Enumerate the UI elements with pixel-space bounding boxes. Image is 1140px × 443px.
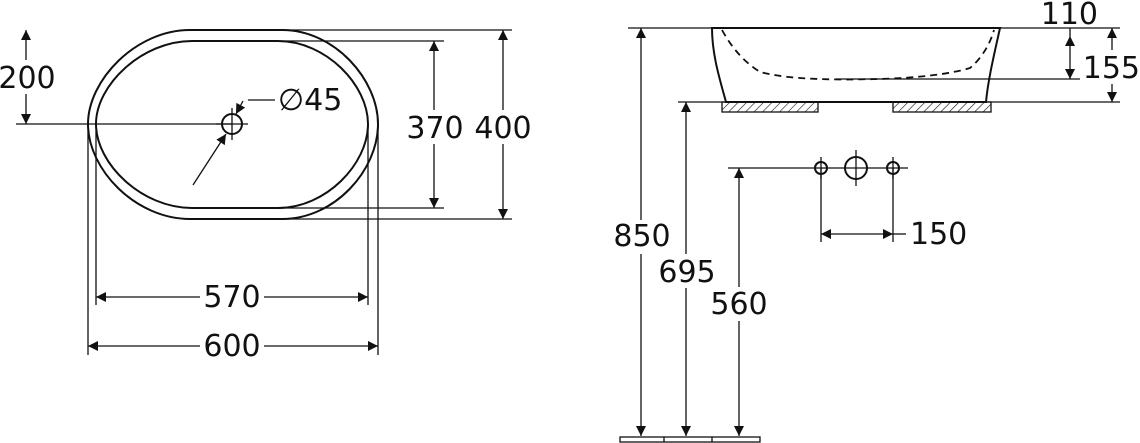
- total-height-label: 850: [613, 219, 670, 254]
- tap-height-label: 560: [710, 287, 767, 322]
- tap-hole-center: [844, 150, 868, 186]
- basin-hidden-bowl: [721, 29, 995, 81]
- side-view: 110 155 150 850 695: [612, 0, 1140, 443]
- inner-width-label: 570: [203, 280, 260, 315]
- basin-side-profile: [710, 27, 1002, 103]
- drain-symbol: [216, 108, 248, 140]
- drain-offset-label: 200: [0, 61, 56, 96]
- counter-support-left: [721, 101, 819, 113]
- rim-height-label: 110: [1041, 0, 1098, 32]
- counter-support-right: [892, 101, 992, 113]
- outer-depth-label: 400: [474, 111, 531, 146]
- drain-diameter-label: ∅45: [278, 83, 342, 118]
- basin-inner-outline: [94, 40, 370, 209]
- outer-width-label: 600: [203, 329, 260, 364]
- top-view: 200 ∅45 370 400 570 600: [0, 29, 532, 364]
- basin-height-label: 155: [1083, 51, 1140, 86]
- inner-depth-label: 370: [406, 111, 463, 146]
- tap-spacing-label: 150: [910, 217, 967, 252]
- floor-line: [619, 436, 761, 443]
- counter-height-label: 695: [658, 255, 715, 290]
